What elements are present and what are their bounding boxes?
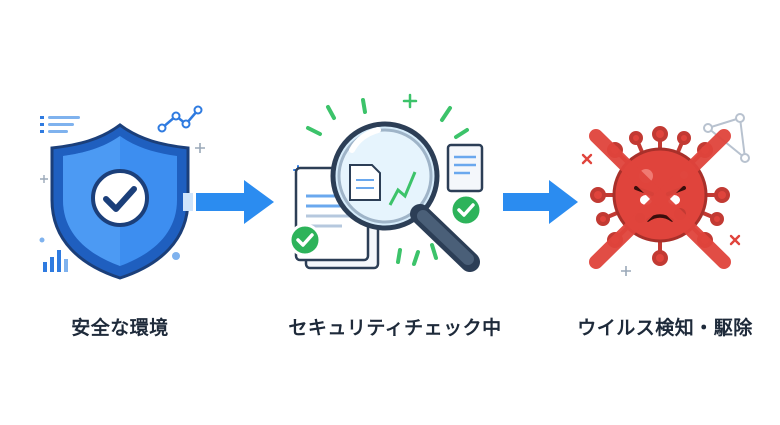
arrow-right-icon (503, 180, 578, 224)
check-badge-icon (288, 223, 322, 257)
cross-out-icon (589, 129, 731, 269)
crossed-virus-icon (581, 113, 750, 276)
magnifier-documents-icon (288, 93, 484, 272)
trend-line-decoration (157, 105, 203, 133)
step-label-virus-detection: ウイルス検知・駆除 (577, 317, 753, 339)
step-label-safe-environment: 安全な環境 (71, 317, 169, 339)
list-lines-decoration (40, 116, 80, 133)
arrow-right-icon (183, 180, 274, 224)
check-badge-icon (449, 193, 483, 227)
step-label-security-check: セキュリティチェック中 (288, 317, 502, 339)
shield-check-icon (39, 105, 205, 280)
sparkle-decoration (306, 98, 469, 266)
bar-chart-decoration (43, 250, 68, 272)
